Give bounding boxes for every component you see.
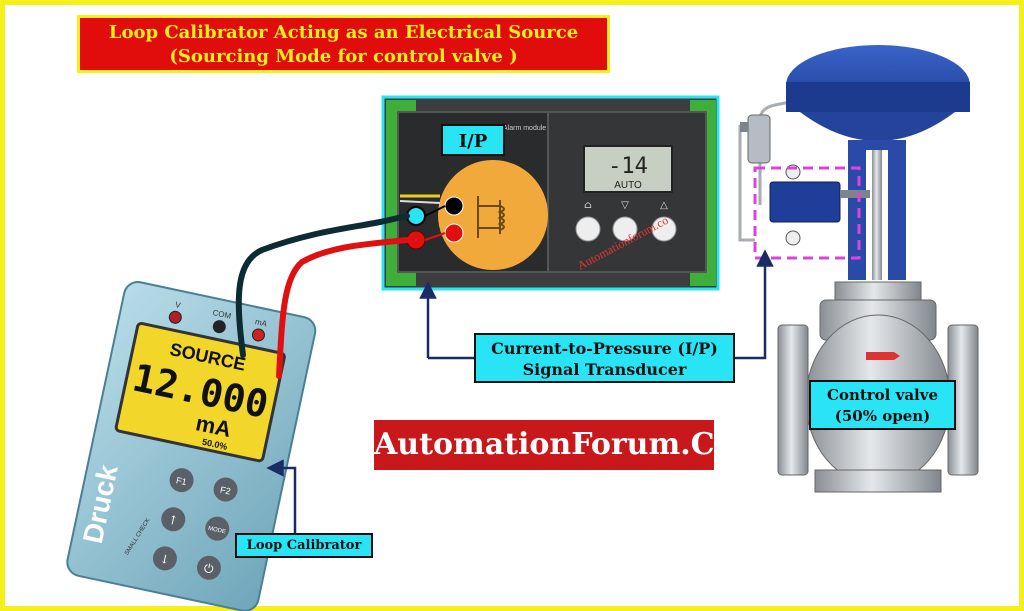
key-down[interactable] xyxy=(151,544,179,572)
ip-button-1[interactable] xyxy=(575,216,601,242)
ip-button-3-icon: △ xyxy=(660,200,668,211)
transducer-label: Current-to-Pressure (I/P) Signal Transdu… xyxy=(474,333,735,383)
actuator-flange xyxy=(786,82,970,112)
coil-icon xyxy=(477,196,505,238)
transducer-label-line-1: Current-to-Pressure (I/P) xyxy=(491,339,718,358)
feedback-arm xyxy=(840,190,870,198)
terminal-com xyxy=(212,320,226,334)
control-valve-label-line-2: (50% open) xyxy=(834,407,931,425)
wire-red xyxy=(276,237,410,379)
key-f2[interactable] xyxy=(211,475,239,503)
valve-positioner xyxy=(769,181,841,223)
ip-tag-box xyxy=(441,124,505,156)
key-f1-label: F1 xyxy=(175,475,187,487)
key-f1[interactable] xyxy=(167,466,195,494)
ip-alarm-text: Alarm module xyxy=(503,125,546,132)
ip-coil-disc xyxy=(438,160,548,270)
terminal-v-label: V xyxy=(174,300,182,310)
arrow-up-icon: ↑ xyxy=(167,512,180,528)
actuator-lower xyxy=(800,112,955,141)
key-power[interactable] xyxy=(195,554,223,582)
terminal-ma xyxy=(251,328,265,342)
ip-terminal-positive xyxy=(444,223,464,243)
key-mode[interactable] xyxy=(203,514,231,542)
loop-calibrator-label: Loop Calibrator xyxy=(235,533,373,558)
ip-button-1-icon: ⌂ xyxy=(584,200,592,211)
ip-link-red xyxy=(424,232,446,241)
control-valve-label: Control valve (50% open) xyxy=(809,380,956,430)
arrow-to-calibrator xyxy=(266,459,297,533)
wire-black xyxy=(235,213,410,358)
ip-wire-white xyxy=(399,200,441,204)
title-line-1: Loop Calibrator Acting as an Electrical … xyxy=(108,22,579,43)
ip-lcd-sub: AUTO xyxy=(614,180,642,191)
key-up[interactable] xyxy=(159,505,187,533)
ip-button-2[interactable] xyxy=(612,216,638,242)
flow-arrow-icon xyxy=(866,352,900,360)
regulator-knob xyxy=(740,122,748,132)
control-valve-label-line-1: Control valve xyxy=(827,386,938,404)
power-icon: ⏻ xyxy=(203,561,216,577)
valve-stem xyxy=(872,150,882,280)
key-f2-label: F2 xyxy=(219,485,231,497)
valve-base xyxy=(814,469,942,493)
ip-link-black xyxy=(424,205,446,217)
ip-tag: I/P xyxy=(459,131,488,152)
filter-regulator xyxy=(747,114,771,164)
ip-lcd-reading: -14 xyxy=(608,154,648,179)
gauge-bottom xyxy=(785,230,801,246)
key-mode-label: MODE xyxy=(207,526,226,536)
terminal-ma-label: mA xyxy=(254,317,268,328)
arrow-to-positioner xyxy=(735,249,774,360)
valve-flange-left xyxy=(777,324,809,476)
title-line-2: (Sourcing Mode for control valve ) xyxy=(169,46,518,67)
ip-module: -14 AUTO ⌂ ▽ △ Alarm module Automationfo… xyxy=(381,95,720,291)
ip-terminal-negative xyxy=(444,196,464,216)
arrow-down-icon: ↓ xyxy=(158,552,171,568)
title-banner: Loop Calibrator Acting as an Electrical … xyxy=(77,15,610,73)
terminal-com-label: COM xyxy=(212,308,232,321)
positioner-highlight xyxy=(753,166,861,260)
ip-button-3[interactable] xyxy=(651,216,677,242)
transducer-label-line-2: Signal Transducer xyxy=(522,360,687,379)
brand-banner: AutomationForum.Co xyxy=(374,420,735,470)
ip-button-2-icon: ▽ xyxy=(621,200,629,211)
ip-lcd xyxy=(583,145,673,193)
terminal-v xyxy=(168,310,182,324)
